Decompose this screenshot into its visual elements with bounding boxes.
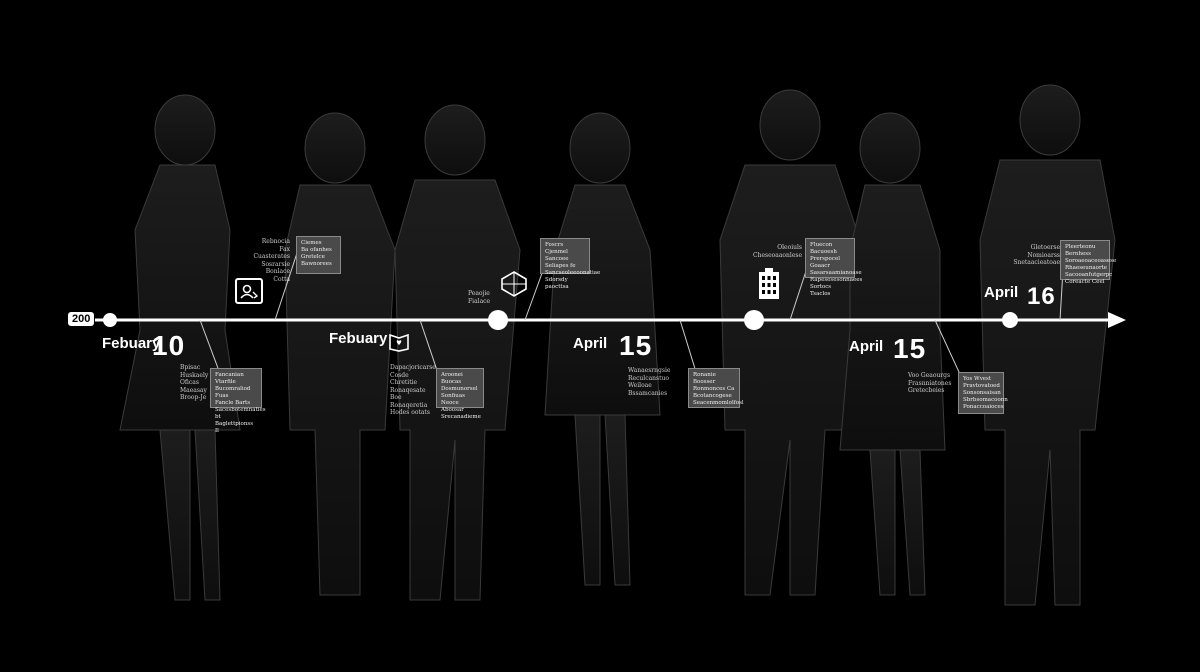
event-5-upper-note: Fluecon Bacuoesh Prerspocel Goaacr Sasar… xyxy=(805,238,862,297)
timeline-node xyxy=(1002,312,1018,328)
event-3-upper-text: Peaojie Fialace xyxy=(468,290,491,305)
building-icon xyxy=(757,268,781,300)
event-2-lower-note: Aroonei Buocas Dosmunorsel Sonfiuas Neoc… xyxy=(436,368,484,420)
event-1-month: Febuary xyxy=(102,335,161,352)
start-year-tag: 200 xyxy=(68,312,95,326)
event-4-day: 15 xyxy=(619,330,653,361)
event-3-upper-note: Foscrs Cjenmel Sancoee Seliapes fe Sancs… xyxy=(540,238,600,290)
event-5-upper-text: Oleoiuls Cheseoaaonlese xyxy=(753,244,802,259)
event-7-month: April xyxy=(984,284,1019,301)
event-1-lower-text: Bpisac Huskaely Oficas Maeasay Broop-Je xyxy=(180,364,209,401)
event-7-upper-note: Pleerteonu Bernhess Soroaeoaceoasese Rha… xyxy=(1060,240,1116,285)
event-6-day: 15 xyxy=(893,333,927,364)
timeline-node xyxy=(103,313,117,327)
arrow-head xyxy=(1108,312,1126,328)
event-6-month: April xyxy=(849,338,884,355)
event-2-lower-text: Dapacjoricarse Cosde Chretitie Ronaqesat… xyxy=(390,364,436,416)
event-6-lower-note: Yos Wvest Pravtovatoed Sonsonsaisan Sbrb… xyxy=(958,372,1008,414)
book-heart-icon xyxy=(388,332,410,352)
id-card-icon xyxy=(235,278,263,304)
event-1-upper-text: Rebnocia Fax Cuasterates Sosrarsie Bonla… xyxy=(253,238,290,283)
event-2-month: Febuary xyxy=(329,330,388,347)
puzzle-shape-icon xyxy=(501,271,527,297)
event-1-upper-note: Ciemes Ba ofanhes Gretelce Bawnorees xyxy=(296,236,341,274)
event-1-lower-note: Fancanian Vtarfile Bucomraliod Fuas Fanc… xyxy=(210,368,266,434)
event-4-month: April xyxy=(573,335,608,352)
event-4-lower-text: Wanaesrngsie Reculcanstuo Weiloae Bssamc… xyxy=(628,367,671,397)
event-1-day: 10 xyxy=(152,330,186,361)
timeline-node xyxy=(488,310,508,330)
event-7-day: 16 xyxy=(1027,283,1056,310)
event-6-lower-text: Voo Geaourgs Frasnniatones Gretecbeies xyxy=(908,372,952,394)
timeline-node xyxy=(744,310,764,330)
event-7-upper-text: Gletoerse Nomioarss Snetaacieatoae xyxy=(1013,244,1060,266)
event-4-lower-note: Ronanie Boosser Ronmonces Ca Bcotancoges… xyxy=(688,368,744,408)
